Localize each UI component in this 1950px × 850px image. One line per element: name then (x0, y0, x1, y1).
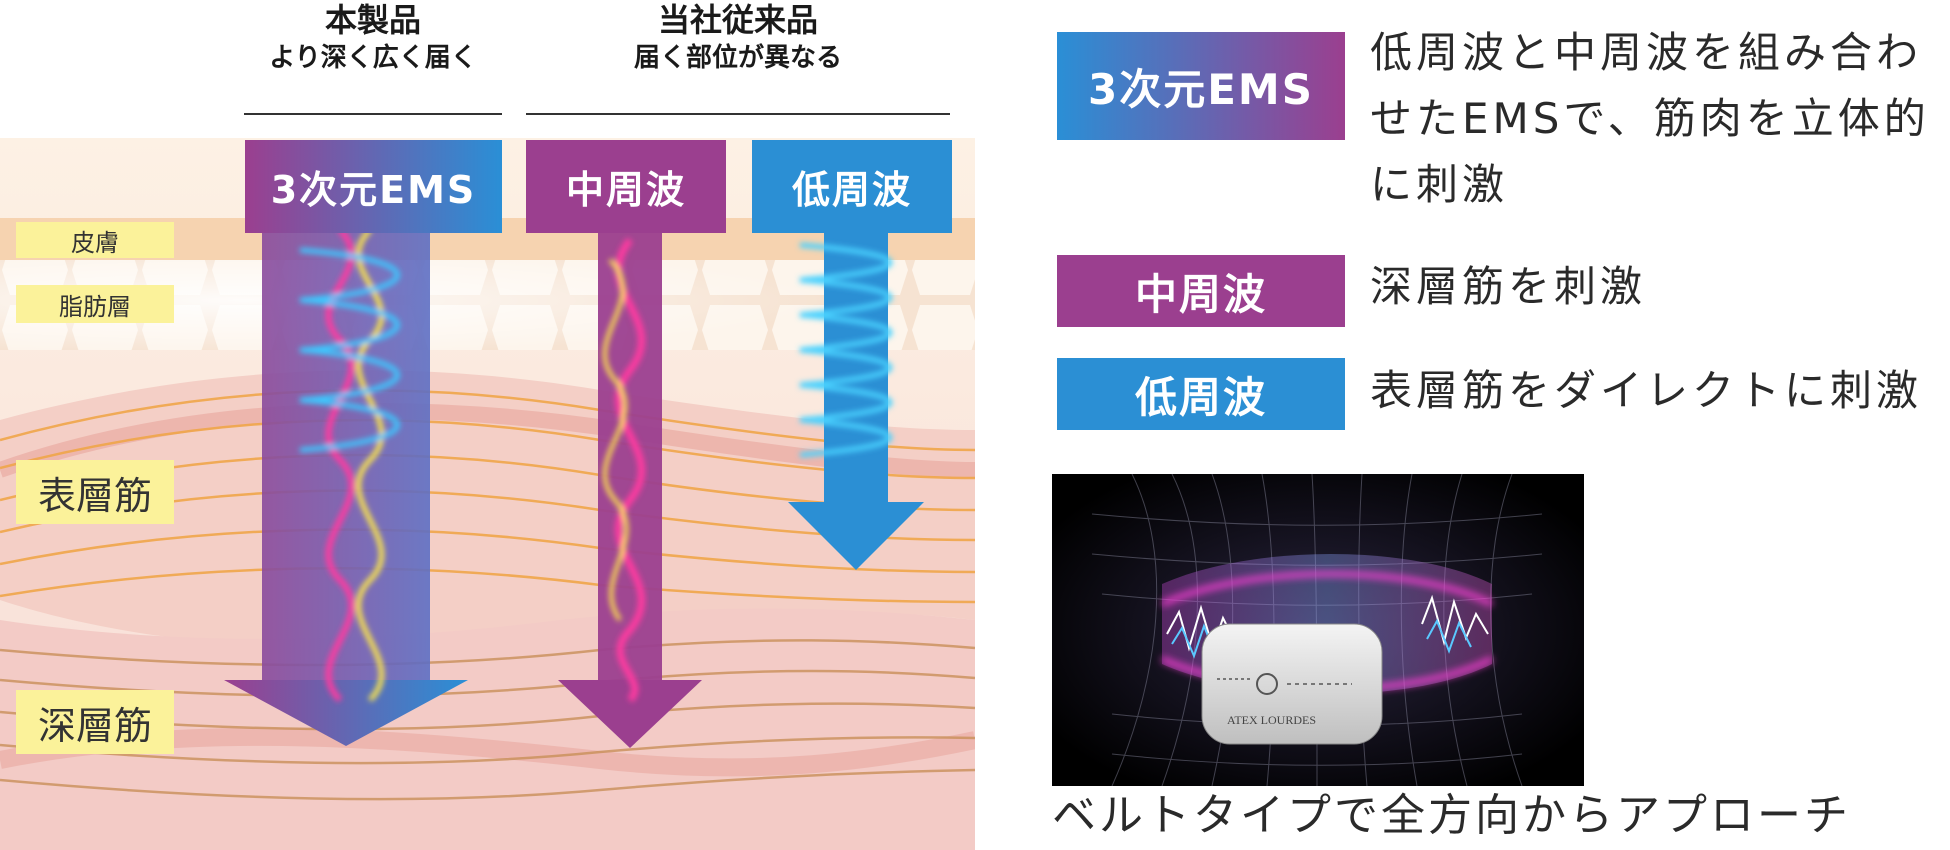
legend-chip-mid-frequency: 中周波 (1057, 255, 1345, 327)
competitor-group-title: 当社従来品 届く部位が異なる (524, 0, 952, 76)
ems-arrow-label: 3次元EMS (245, 140, 502, 233)
legend-desc-low-frequency: 表層筋をダイレクトに刺激 (1370, 358, 1945, 424)
legend-desc-ems-line-2: せたEMSで、筋肉を立体的 (1370, 86, 1945, 152)
mid-frequency-arrow-label: 中周波 (526, 140, 726, 233)
belt-device-photo: ATEX LOURDES (1052, 474, 1584, 786)
layer-label-fat: 脂肪層 (16, 285, 174, 323)
layer-label-surface-muscle: 表層筋 (16, 460, 174, 524)
legend-desc-ems-line-1: 低周波と中周波を組み合わ (1370, 20, 1945, 86)
legend-desc-low-frequency-line-1: 表層筋をダイレクトに刺激 (1370, 358, 1945, 424)
layer-diagram: 本製品 より深く広く届く 当社従来品 届く部位が異なる 3次元EMS 中周波 低… (0, 0, 975, 850)
product-group-rule (244, 113, 502, 115)
photo-caption: ベルトタイプで全方向からアプローチ (1052, 788, 1932, 844)
layer-label-skin: 皮膚 (16, 222, 174, 258)
device-brand-text: ATEX LOURDES (1227, 713, 1316, 727)
product-group-title: 本製品 より深く広く届く (242, 0, 504, 76)
low-frequency-arrow-label: 低周波 (752, 140, 952, 233)
competitor-group-rule (526, 113, 950, 115)
legend-desc-mid-frequency: 深層筋を刺激 (1370, 254, 1945, 320)
legend-chip-low-frequency: 低周波 (1057, 358, 1345, 430)
competitor-subtitle: 届く部位が異なる (524, 40, 952, 76)
layer-label-deep-muscle: 深層筋 (16, 690, 174, 754)
legend-desc-ems-line-3: に刺激 (1370, 152, 1945, 218)
product-title: 本製品 (242, 0, 504, 40)
competitor-title: 当社従来品 (524, 0, 952, 40)
legend-desc-ems: 低周波と中周波を組み合わ せたEMSで、筋肉を立体的 に刺激 (1370, 20, 1945, 218)
legend-desc-mid-frequency-line-1: 深層筋を刺激 (1370, 254, 1945, 320)
legend-chip-ems: 3次元EMS (1057, 32, 1345, 140)
belt-illustration: ATEX LOURDES (1052, 474, 1584, 786)
product-subtitle: より深く広く届く (242, 40, 504, 76)
